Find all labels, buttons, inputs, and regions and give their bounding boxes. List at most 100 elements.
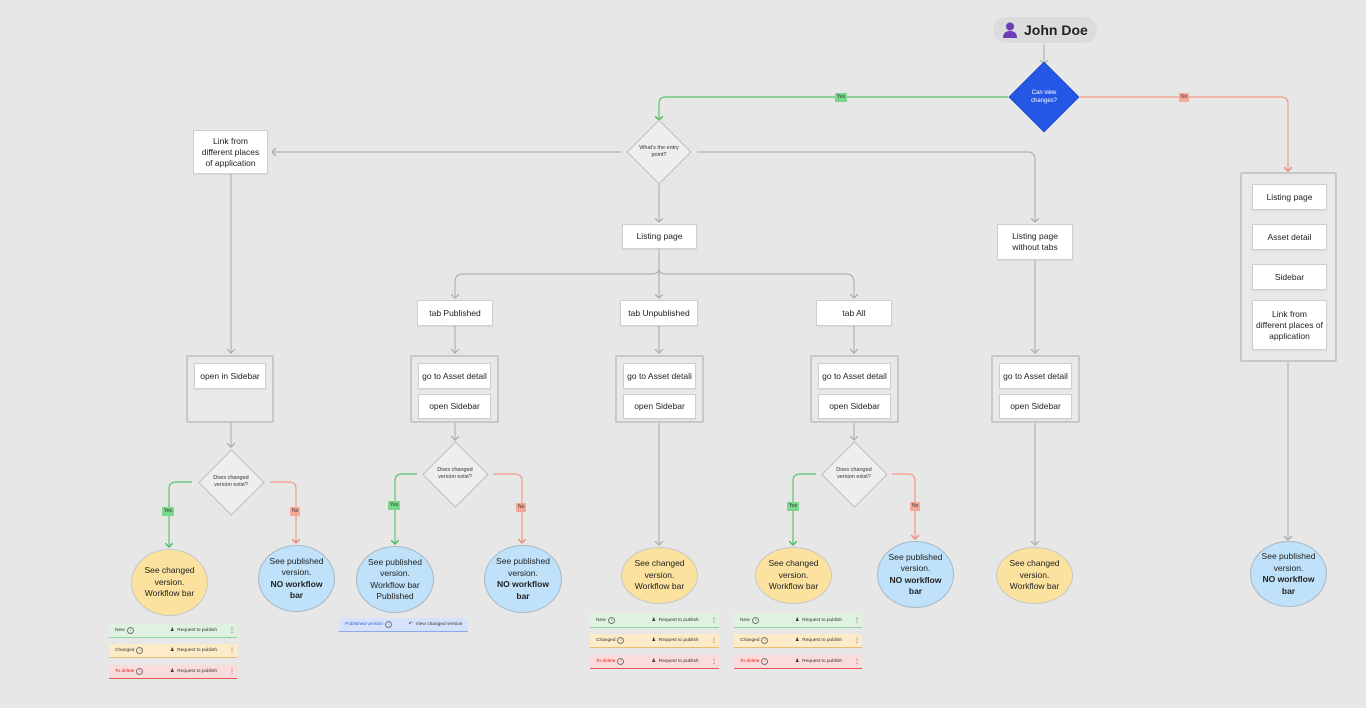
more-icon[interactable]: ⋮ xyxy=(854,638,860,644)
more-icon[interactable]: ⋮ xyxy=(711,618,717,624)
info-icon: i xyxy=(761,637,769,644)
info-icon: i xyxy=(136,668,144,675)
decision-changed-exists: Does changed version exist? xyxy=(816,440,892,508)
user-plus-icon: ♟ xyxy=(794,638,800,643)
yes-tag: Yes xyxy=(835,93,848,102)
decision-can-view-changes: Can view changes? xyxy=(1006,61,1082,133)
node-go-to-asset-detail: go to Asset detail xyxy=(818,363,891,389)
node-open-sidebar: open Sidebar xyxy=(818,394,891,419)
group-unpublished-actions: go to Asset detali open Sidebar xyxy=(615,355,704,423)
edge-listing-split xyxy=(455,249,660,298)
node-open-sidebar: open Sidebar xyxy=(999,394,1072,419)
request-to-publish-button[interactable]: ♟Request to publish xyxy=(169,628,218,633)
edge-main-yes xyxy=(659,96,1008,120)
info-icon: i xyxy=(761,658,769,665)
user-plus-icon: ♟ xyxy=(169,628,175,633)
group-all-actions: go to Asset detail open Sidebar xyxy=(810,355,899,423)
info-icon: i xyxy=(617,658,625,665)
request-to-publish-button[interactable]: ♟Request to publish xyxy=(794,659,843,664)
info-icon: i xyxy=(617,637,625,644)
user-name: John Doe xyxy=(1024,22,1088,38)
decision-changed-exists: Does changed version exist? xyxy=(192,448,270,516)
info-icon: i xyxy=(136,647,144,654)
more-icon[interactable]: ⋮ xyxy=(854,659,860,665)
more-icon[interactable]: ⋮ xyxy=(229,628,235,634)
no-tag: No xyxy=(1179,93,1190,102)
node-listing-page: Listing page xyxy=(622,224,697,249)
decision-label: Does changed version exist? xyxy=(437,467,473,480)
user-plus-icon: ♟ xyxy=(794,618,800,623)
more-icon[interactable]: ⋮ xyxy=(229,648,235,654)
user-plus-icon: ♟ xyxy=(651,659,656,664)
request-to-publish-button[interactable]: ♟Request to publish xyxy=(169,648,218,653)
yes-tag: Yes xyxy=(162,507,175,516)
more-icon[interactable]: ⋮ xyxy=(711,659,717,665)
edge-pub-no xyxy=(493,473,522,543)
node-go-to-asset-detail: go to Asset detail xyxy=(418,363,491,389)
user-plus-icon: ♟ xyxy=(169,669,175,674)
decision-label: Can view changes? xyxy=(1030,90,1058,104)
group-nontabs-actions: go to Asset detail open Sidebar xyxy=(991,355,1080,423)
more-icon[interactable]: ⋮ xyxy=(229,669,235,675)
node-sidebar: Sidebar xyxy=(1252,264,1327,290)
request-to-publish-button[interactable]: ♟Request to publish xyxy=(651,618,699,623)
decision-changed-exists: Does changed version exist? xyxy=(417,440,493,508)
edge-entry-nontabs xyxy=(697,151,1035,222)
node-listing-page-without-tabs: Listing page without tabs xyxy=(997,224,1073,260)
info-icon: i xyxy=(384,621,392,628)
user-plus-icon: ♟ xyxy=(169,648,175,653)
request-to-publish-button[interactable]: ♟Request to publish xyxy=(651,659,699,664)
info-icon: i xyxy=(751,617,759,624)
user-chip: John Doe xyxy=(993,17,1097,43)
user-icon xyxy=(1003,22,1017,38)
edge-pub-yes xyxy=(395,473,417,544)
edge-all-yes xyxy=(793,473,816,545)
request-to-publish-button[interactable]: ♟Request to publish xyxy=(169,669,218,674)
node-tab-unpublished: tab Unpublished xyxy=(620,300,698,326)
request-to-publish-button[interactable]: ♟Request to publish xyxy=(651,638,699,643)
request-to-publish-button[interactable]: ♟Request to publish xyxy=(794,618,843,623)
request-to-publish-button[interactable]: ♟Request to publish xyxy=(794,638,843,643)
group-open-in-sidebar: open in Sidebar xyxy=(186,355,274,423)
edge-listing-all xyxy=(658,267,854,298)
group-published-actions: go to Asset detail open Sidebar xyxy=(410,355,499,423)
node-open-sidebar: open Sidebar xyxy=(623,394,696,419)
user-plus-icon: ♟ xyxy=(794,659,800,664)
decision-label: What's the entry point? xyxy=(639,145,679,158)
no-tag: No xyxy=(290,507,301,516)
user-plus-icon: ♟ xyxy=(651,618,656,623)
edge-side-yes xyxy=(169,481,192,547)
node-open-sidebar: open Sidebar xyxy=(418,394,491,419)
no-tag: No xyxy=(516,503,527,512)
yes-tag: Yes xyxy=(388,501,401,510)
node-go-to-asset-detail: go to Asset detail xyxy=(999,363,1072,389)
node-asset-detail: Asset detail xyxy=(1252,224,1327,250)
no-tag: No xyxy=(910,502,921,511)
undo-arrow-icon: ↶ xyxy=(408,622,413,627)
decision-entry-point: What's the entry point? xyxy=(621,119,697,185)
more-icon[interactable]: ⋮ xyxy=(854,618,860,624)
node-go-to-asset-detail: go to Asset detali xyxy=(623,363,696,389)
node-tab-published: tab Published xyxy=(417,300,493,326)
view-changed-version-button[interactable]: ↶View changed version xyxy=(408,622,463,627)
more-icon[interactable]: ⋮ xyxy=(711,638,717,644)
info-icon: i xyxy=(126,627,134,634)
user-plus-icon: ♟ xyxy=(651,638,656,643)
